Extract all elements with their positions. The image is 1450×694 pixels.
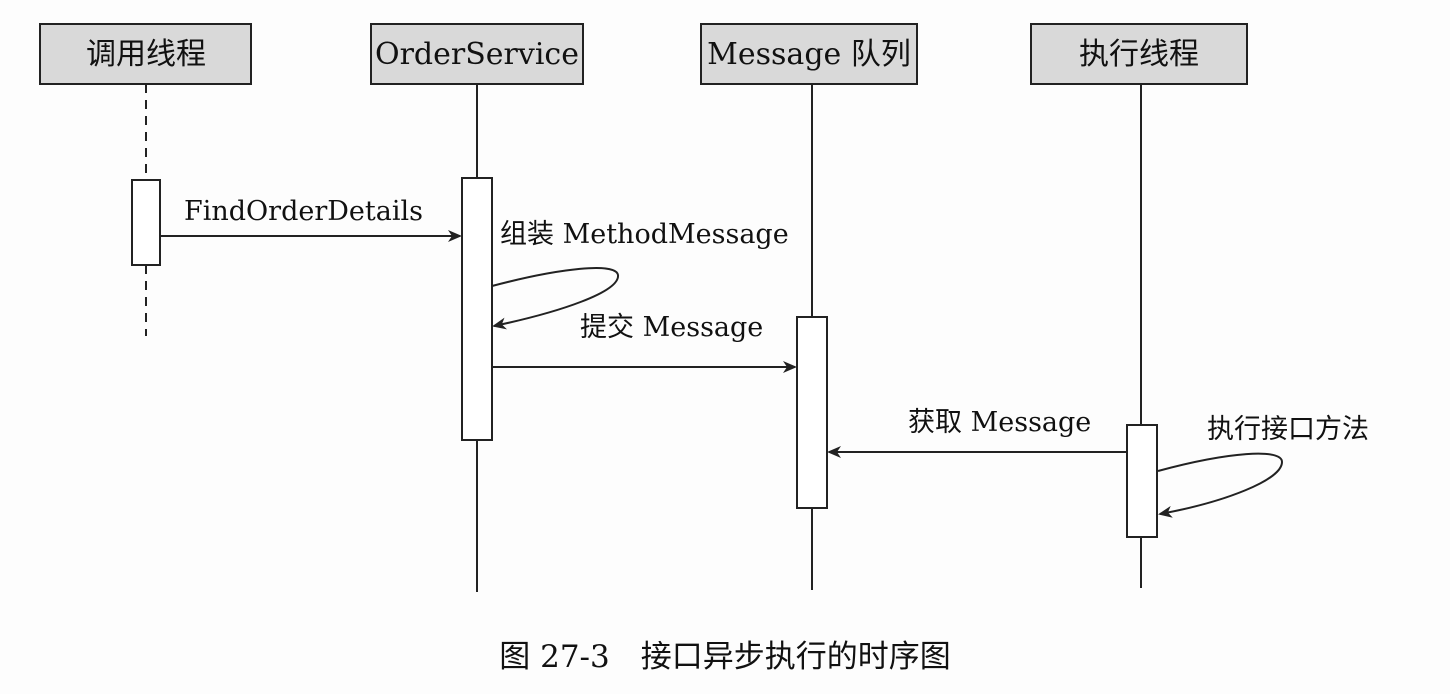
lifeline-label-executor: 执行线程: [1079, 37, 1199, 72]
figure-caption: 图 27-3 接口异步执行的时序图: [499, 639, 951, 675]
message-label-assemble-method-message: 组装 MethodMessage: [500, 219, 789, 250]
message-label-find-order-details: FindOrderDetails: [184, 196, 423, 227]
lifeline-label-order-service: OrderService: [375, 37, 579, 72]
lifeline-header-order-service: OrderService: [370, 23, 584, 85]
lifeline-header-executor: 执行线程: [1030, 23, 1248, 85]
activation-order-service: [461, 177, 493, 441]
lifeline-label-message-queue: Message 队列: [707, 37, 911, 72]
message-label-get-message: 获取 Message: [908, 407, 1091, 438]
activation-caller: [131, 179, 161, 266]
lifeline-header-caller: 调用线程: [39, 23, 252, 85]
lifeline-header-message-queue: Message 队列: [700, 23, 918, 85]
lifeline-label-caller: 调用线程: [86, 37, 206, 72]
message-arrow-assemble-method-message: [491, 267, 619, 330]
activation-message-queue: [796, 316, 828, 509]
message-arrow-execute-interface-method: [1157, 452, 1284, 518]
message-label-execute-interface-method: 执行接口方法: [1207, 414, 1369, 445]
message-label-submit-message: 提交 Message: [580, 312, 763, 343]
activation-executor: [1126, 424, 1158, 538]
